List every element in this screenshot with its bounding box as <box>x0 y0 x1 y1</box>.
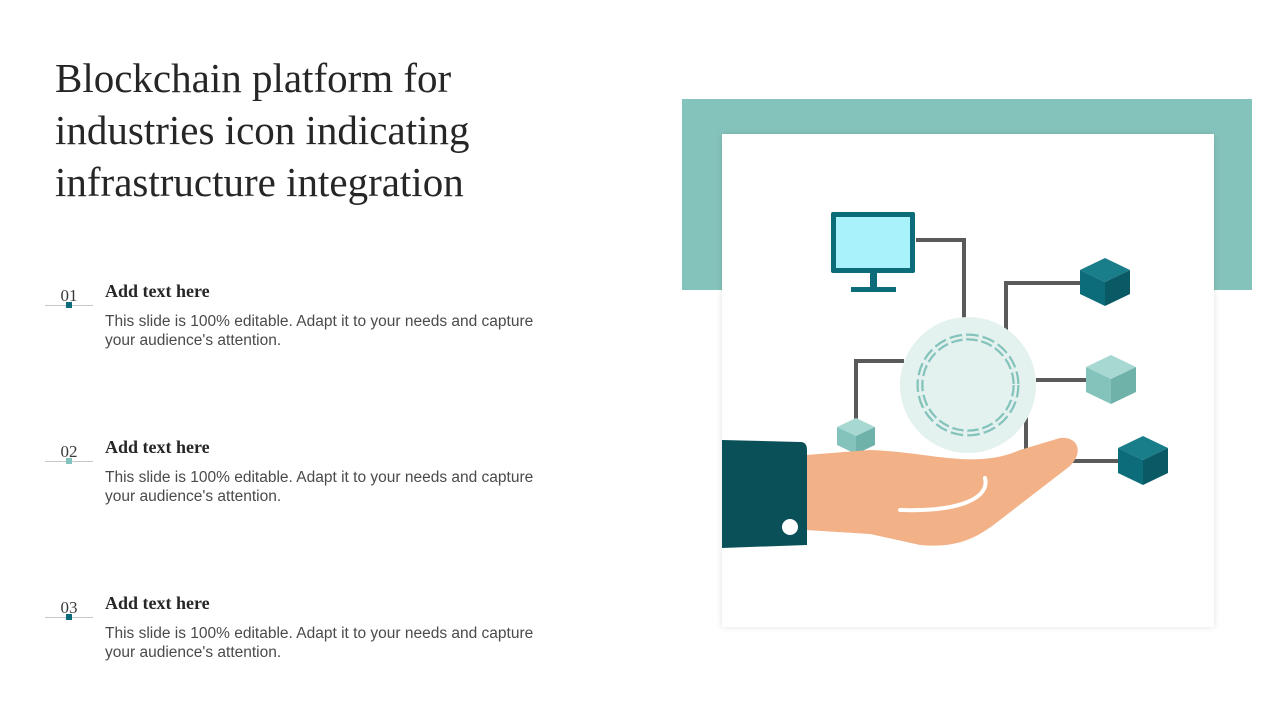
item-number: 03 <box>60 598 78 617</box>
blockchain-ring-icon <box>900 317 1036 453</box>
number-marker <box>66 614 72 620</box>
item-body: This slide is 100% editable. Adapt it to… <box>105 625 534 661</box>
cube-icon <box>837 418 875 454</box>
list-item: 03 Add text here This slide is 100% edit… <box>45 593 565 683</box>
item-heading: Add text here <box>105 281 210 301</box>
list-item: 01 Add text here This slide is 100% edit… <box>45 281 565 371</box>
item-number: 01 <box>60 286 78 305</box>
hand-icon <box>722 437 1078 548</box>
item-number: 02 <box>60 442 78 461</box>
number-marker <box>66 458 72 464</box>
monitor-icon <box>831 212 915 292</box>
list-item: 02 Add text here This slide is 100% edit… <box>45 437 565 527</box>
number-marker <box>66 302 72 308</box>
connector-lines <box>854 238 1120 463</box>
cube-icon <box>1086 355 1136 404</box>
item-body: This slide is 100% editable. Adapt it to… <box>105 469 534 505</box>
cube-icon <box>1118 436 1168 485</box>
cube-icon <box>1080 258 1130 306</box>
item-heading: Add text here <box>105 437 210 457</box>
item-heading: Add text here <box>105 593 210 613</box>
item-body: This slide is 100% editable. Adapt it to… <box>105 313 534 349</box>
slide-title: Blockchain platform for industries icon … <box>55 55 470 205</box>
